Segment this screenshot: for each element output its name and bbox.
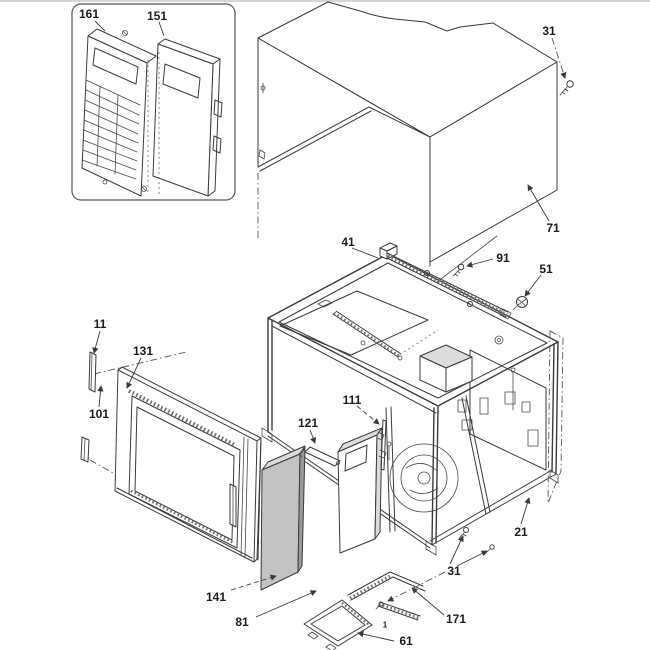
part-label-1: 1 xyxy=(383,621,388,630)
part-label-41: 41 xyxy=(341,235,355,249)
right-inner-wall xyxy=(457,335,547,471)
top-rail-41 xyxy=(379,242,512,320)
leader-151 xyxy=(158,21,165,37)
chassis-feet xyxy=(261,427,559,556)
part-label-71: 71 xyxy=(546,221,560,235)
screw-91 xyxy=(452,263,465,277)
chassis-frame xyxy=(261,253,559,556)
front-mid-post xyxy=(385,406,396,533)
part-labels: 161 151 31 71 41 91 51 11 131 101 111 12… xyxy=(79,7,560,648)
part-label-101: 101 xyxy=(89,407,109,421)
part-label-121: 121 xyxy=(298,416,318,430)
slide-rail-171 xyxy=(347,571,426,621)
inset-projection-lines xyxy=(147,52,160,196)
inset-detail-box xyxy=(71,3,236,201)
door-handle xyxy=(229,483,237,528)
part-label-91: 91 xyxy=(496,251,510,265)
diagonal-strut xyxy=(461,395,491,515)
outer-case-71 xyxy=(257,1,558,283)
part-label-81: 81 xyxy=(235,615,249,629)
leader-lines xyxy=(92,184,550,642)
rear-panel-151 xyxy=(122,30,223,197)
part-label-141: 141 xyxy=(206,590,226,604)
latch-board-121 xyxy=(298,446,341,467)
part-label-131: 131 xyxy=(133,344,153,358)
knob-51 xyxy=(512,296,528,311)
part-label-111: 111 xyxy=(343,393,362,407)
door-assembly-131 xyxy=(114,366,262,563)
base-tray-61 xyxy=(303,599,373,650)
part-label-161: 161 xyxy=(79,7,99,21)
latch-assembly-111 xyxy=(376,419,392,471)
part-label-151: 151 xyxy=(147,9,167,23)
control-board-box xyxy=(419,344,473,393)
rear-air-panel-141 xyxy=(260,445,306,591)
cavity-top-plate xyxy=(279,290,439,361)
screw-31-top xyxy=(551,37,574,96)
screws-31-bottom xyxy=(458,527,495,554)
case-corner-projection xyxy=(436,235,498,283)
leader-161 xyxy=(94,20,106,32)
front-panel-81 xyxy=(337,427,383,554)
part-label-31-bottom: 31 xyxy=(447,564,461,578)
fan-blower xyxy=(389,443,459,513)
part-label-61: 61 xyxy=(399,634,413,648)
phantom-side-panel-21 xyxy=(547,330,564,504)
part-label-51: 51 xyxy=(539,262,553,276)
part-label-171: 171 xyxy=(446,612,466,626)
part-label-21: 21 xyxy=(514,525,528,539)
part-label-31-top: 31 xyxy=(542,24,556,38)
part-label-11: 11 xyxy=(94,317,107,331)
keypad-panel-161 xyxy=(81,28,157,197)
